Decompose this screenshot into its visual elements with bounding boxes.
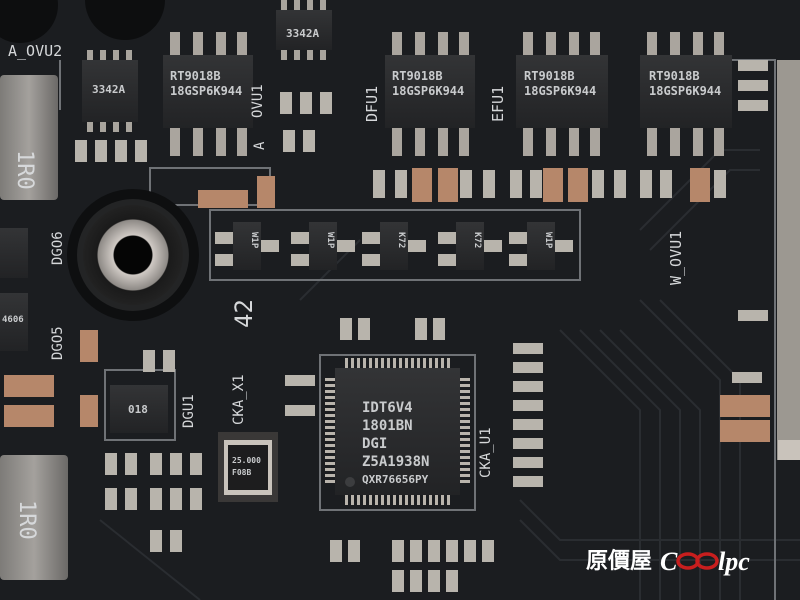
svg-text:1801BN: 1801BN	[362, 418, 413, 434]
svg-text:W1P: W1P	[249, 232, 259, 249]
audio-jack	[67, 189, 199, 321]
svg-text:18GSP6K944: 18GSP6K944	[170, 84, 242, 98]
inductor-top: 1R0	[0, 75, 58, 200]
small-soic-left: 3342A	[82, 50, 138, 132]
sot-transistor: K72	[438, 222, 502, 270]
svg-text:18GSP6K944: 18GSP6K944	[524, 84, 596, 98]
svg-text:3342A: 3342A	[286, 27, 319, 40]
top-left-connector	[0, 0, 58, 43]
label-dgo6: DGO6	[50, 231, 66, 265]
svg-text:DGI: DGI	[362, 436, 387, 452]
svg-text:W1P: W1P	[325, 232, 335, 249]
svg-text:3342A: 3342A	[92, 83, 125, 96]
regulator-rt9018-2: RT9018B 18GSP6K944	[385, 32, 475, 156]
passive-components	[4, 60, 800, 592]
svg-text:18GSP6K944: 18GSP6K944	[392, 84, 464, 98]
label-dgo5: DGO5	[50, 326, 66, 360]
svg-text:1R0: 1R0	[14, 500, 39, 540]
main-clock-ic: IDT6V4 1801BN DGI Z5A1938N QXR76656PY	[325, 358, 470, 505]
regulator-rt9018-3: RT9018B 18GSP6K944	[516, 32, 608, 156]
silkscreen-labels: A_OVU2 OVU1 A DFU1 EFU1 W_OVU1 DGO6 DGO5…	[8, 42, 685, 478]
svg-text:4606: 4606	[2, 315, 24, 325]
sot-transistor-row: W1P W1P K72 K72 W1P	[215, 222, 573, 270]
top-connector	[85, 0, 165, 40]
svg-text:QXR76656PY: QXR76656PY	[362, 473, 429, 486]
svg-text:IDT6V4: IDT6V4	[362, 400, 413, 416]
label-dfu1: DFU1	[363, 86, 381, 122]
label-cka-u1: CKA_U1	[478, 427, 494, 478]
label-ovu1: OVU1	[250, 84, 266, 118]
regulator-rt9018-4: RT9018B 18GSP6K944	[640, 32, 732, 156]
regulator-rt9018-1: RT9018B 18GSP6K944	[163, 32, 253, 156]
inductor-bottom: 1R0	[0, 455, 68, 580]
coolpc-watermark: 原價屋 C lpc	[586, 547, 750, 576]
label-efu1: EFU1	[489, 86, 507, 122]
svg-text:F08B: F08B	[232, 468, 251, 477]
sot-transistor: W1P	[215, 222, 279, 270]
svg-text:Z5A1938N: Z5A1938N	[362, 454, 429, 470]
sot-transistor: K72	[362, 222, 426, 270]
svg-text:W1P: W1P	[543, 232, 553, 249]
label-42: 42	[230, 299, 258, 328]
svg-text:18GSP6K944: 18GSP6K944	[649, 84, 721, 98]
sot-transistor: W1P	[509, 222, 573, 270]
svg-text:RT9018B: RT9018B	[392, 69, 443, 83]
crystal-oscillator: 25.000 F08B	[218, 432, 278, 502]
svg-text:25.000: 25.000	[232, 456, 261, 465]
watermark-lpc: lpc	[718, 547, 750, 576]
watermark-c: C	[660, 547, 678, 576]
small-chip-dgo5: 4606	[0, 293, 28, 351]
small-chip-dgo6	[0, 228, 28, 278]
label-a: A	[252, 141, 268, 150]
label-cka-x1: CKA_X1	[231, 374, 247, 425]
svg-text:RT9018B: RT9018B	[170, 69, 221, 83]
infinity-logo-icon	[676, 552, 719, 570]
watermark-chinese: 原價屋	[586, 548, 652, 574]
label-a-ovu2: A_OVU2	[8, 42, 62, 60]
svg-text:1R0: 1R0	[12, 150, 37, 190]
label-w-ovu1: W_OVU1	[667, 231, 685, 285]
sot-transistor: W1P	[291, 222, 355, 270]
small-soic-top: 3342A	[276, 0, 332, 60]
svg-text:RT9018B: RT9018B	[649, 69, 700, 83]
svg-text:K72: K72	[396, 232, 406, 248]
label-dgu1: DGU1	[181, 394, 197, 428]
svg-text:RT9018B: RT9018B	[524, 69, 575, 83]
svg-text:018: 018	[128, 403, 148, 416]
svg-text:K72: K72	[472, 232, 482, 248]
small-qfn-dgu1: 018	[110, 385, 168, 433]
